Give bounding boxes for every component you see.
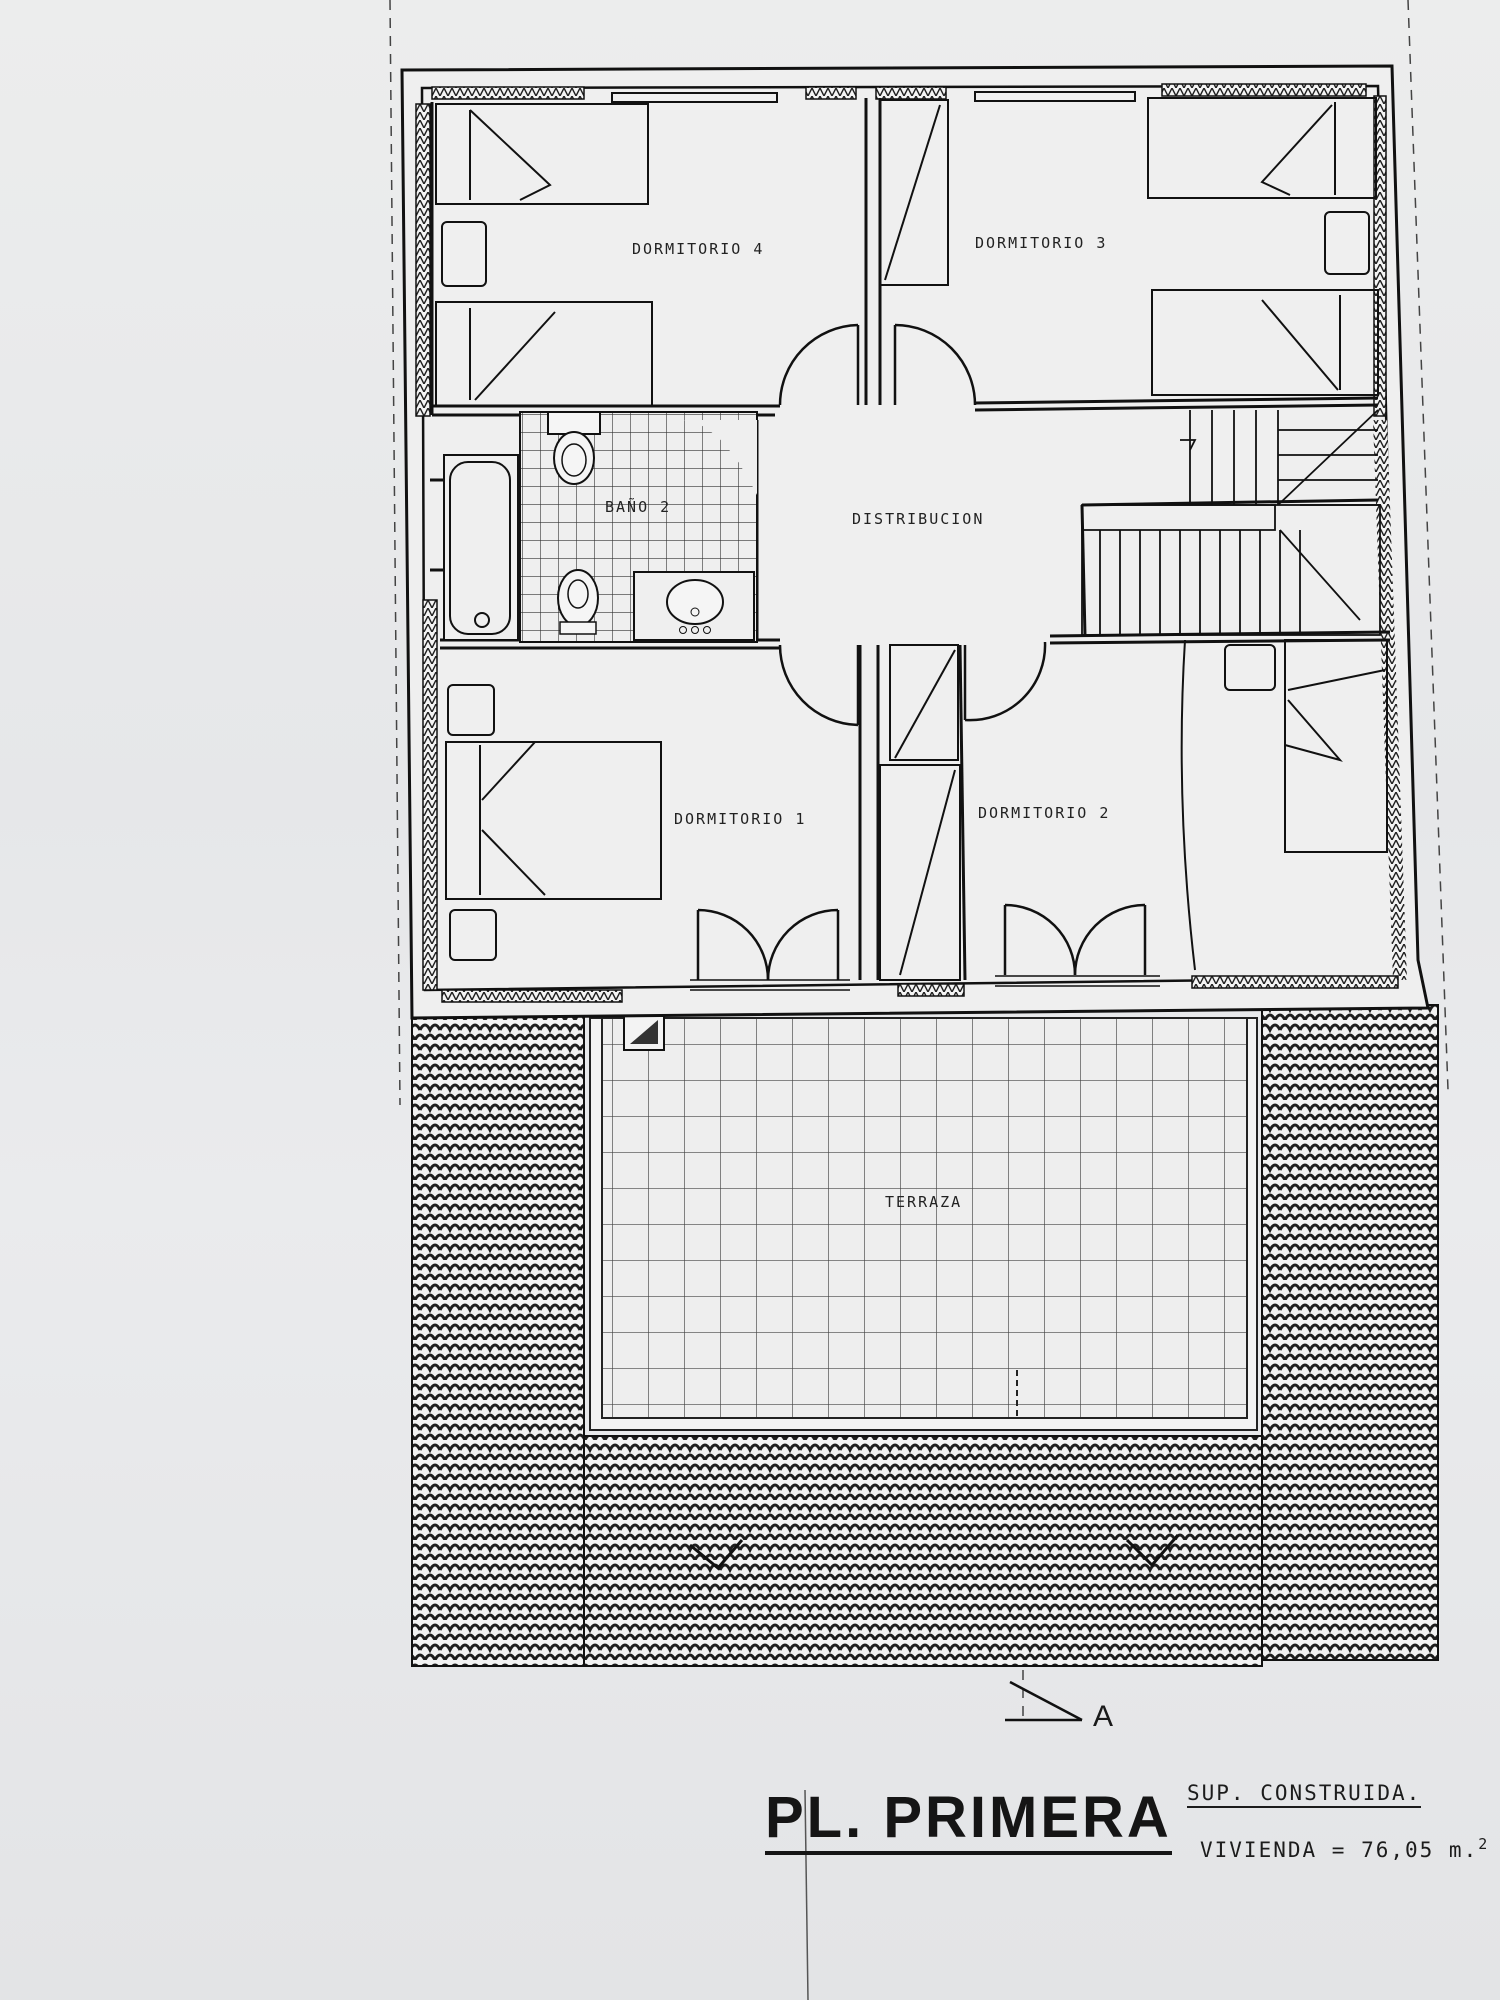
section-marker: A (1093, 1700, 1114, 1733)
label-distribucion: DISTRIBUCION (852, 510, 984, 528)
vivienda-area: VIVIENDA = 76,05 m.2 (1200, 1831, 1489, 1863)
bedroom-1-furniture (445, 684, 662, 961)
label-terraza: TERRAZA (885, 1193, 962, 1211)
bathroom (443, 411, 758, 643)
window-strips (415, 83, 1407, 1003)
plan-title: PL. PRIMERA (765, 1787, 1172, 1855)
bedroom-4-furniture (435, 103, 653, 407)
sup-construida-label: SUP. CONSTRUIDA. (1187, 1780, 1422, 1808)
label-dormitorio-1: DORMITORIO 1 (674, 810, 806, 828)
windows (611, 91, 1136, 103)
title-block: PL. PRIMERA SUP. CONSTRUIDA. VIVIENDA = … (765, 1775, 1487, 1885)
area-unit-exponent: 2 (1478, 1835, 1490, 1853)
bedroom-3-furniture (1147, 97, 1379, 396)
label-dormitorio-2: DORMITORIO 2 (978, 804, 1110, 822)
sheet-fold-line (804, 1789, 809, 2000)
section-arrow (1005, 1680, 1083, 1722)
roof-tiles (411, 1004, 1439, 1667)
label-bano-2: BAÑO 2 (605, 497, 671, 516)
wardrobes (879, 99, 961, 981)
vivienda-area-text: VIVIENDA = 76,05 m. (1200, 1838, 1479, 1862)
staircase (1081, 409, 1381, 636)
bedroom-2-furniture (1180, 639, 1388, 971)
label-dormitorio-3: DORMITORIO 3 (975, 234, 1107, 252)
label-dormitorio-4: DORMITORIO 4 (632, 240, 764, 258)
terrace (589, 1017, 1258, 1431)
